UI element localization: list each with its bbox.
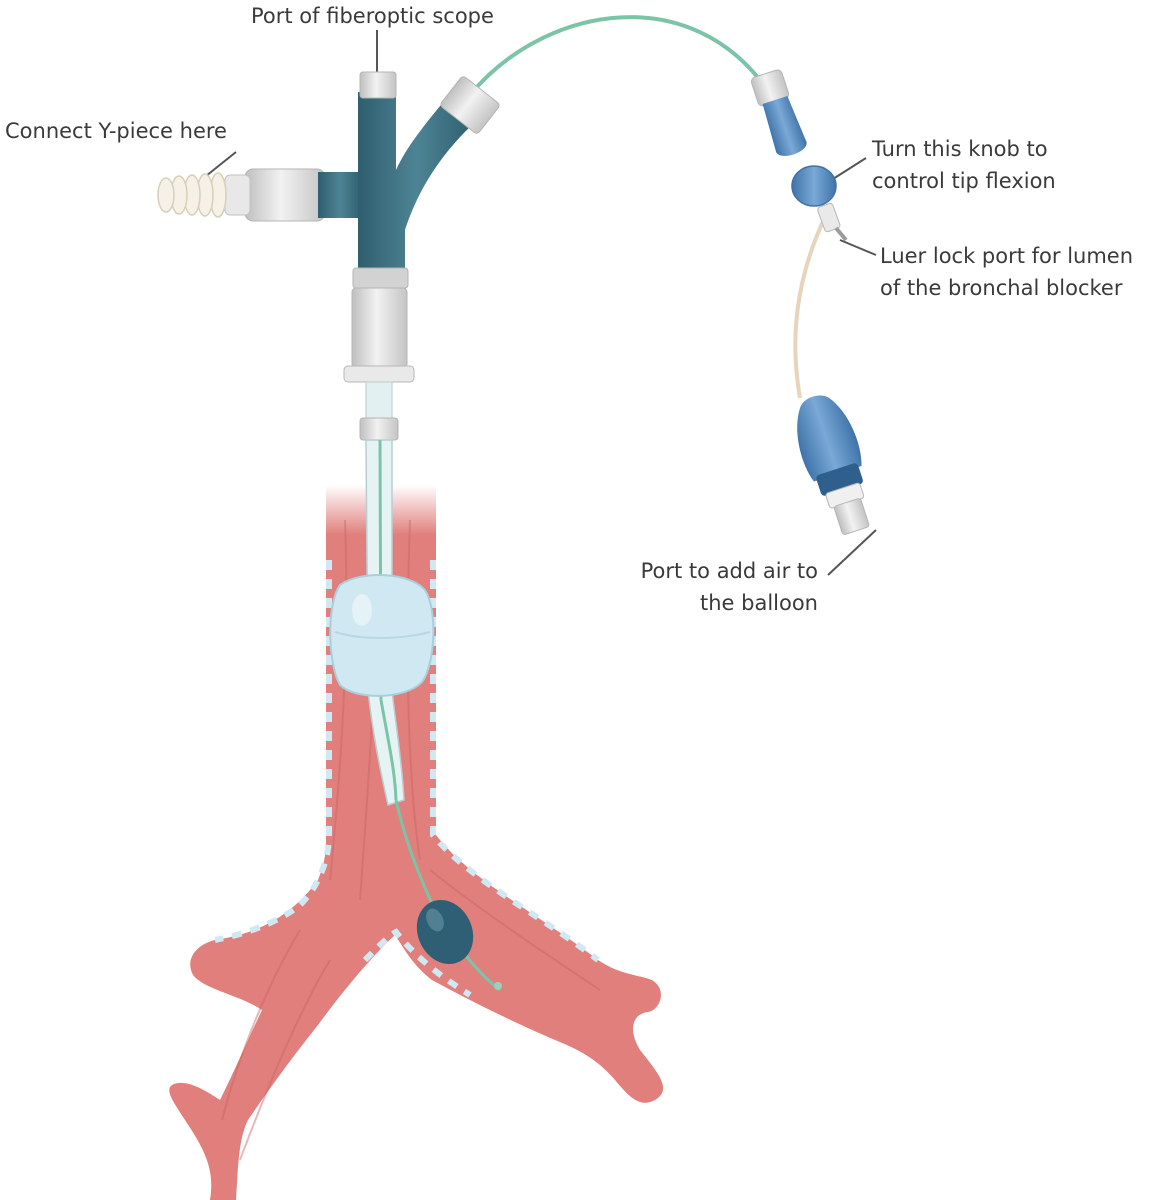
luer-lock-label-line-1: Luer lock port for lumen	[880, 244, 1134, 268]
y-piece-label: Connect Y-piece here	[5, 119, 227, 143]
fiberoptic-port-label: Port of fiberoptic scope	[251, 4, 494, 28]
leader-lines	[185, 30, 877, 576]
knob-label-line-1: Turn this knob to	[872, 137, 1048, 161]
y-piece-connector	[157, 168, 326, 222]
luer-lock-label-line-2: of the bronchal blocker	[880, 276, 1123, 300]
luer-lock-label: Luer lock port for lumen of the bronchal…	[880, 240, 1133, 304]
bronchial-blocker-balloon	[394, 799, 502, 992]
air-port-label-line-2: the balloon	[699, 591, 818, 615]
multiport-adapter	[318, 71, 500, 289]
tracheal-cuff	[329, 574, 435, 697]
knob-label: Turn this knob to control tip flexion	[872, 133, 1056, 197]
air-port-label: Port to add air to the balloon	[618, 555, 818, 619]
pilot-balloon	[797, 395, 870, 535]
pilot-balloon-line	[793, 214, 828, 399]
blocker-hub	[750, 69, 848, 242]
air-port-label-line-1: Port to add air to	[640, 559, 818, 583]
blocker-catheter	[468, 15, 762, 97]
knob-label-line-2: control tip flexion	[872, 169, 1056, 193]
